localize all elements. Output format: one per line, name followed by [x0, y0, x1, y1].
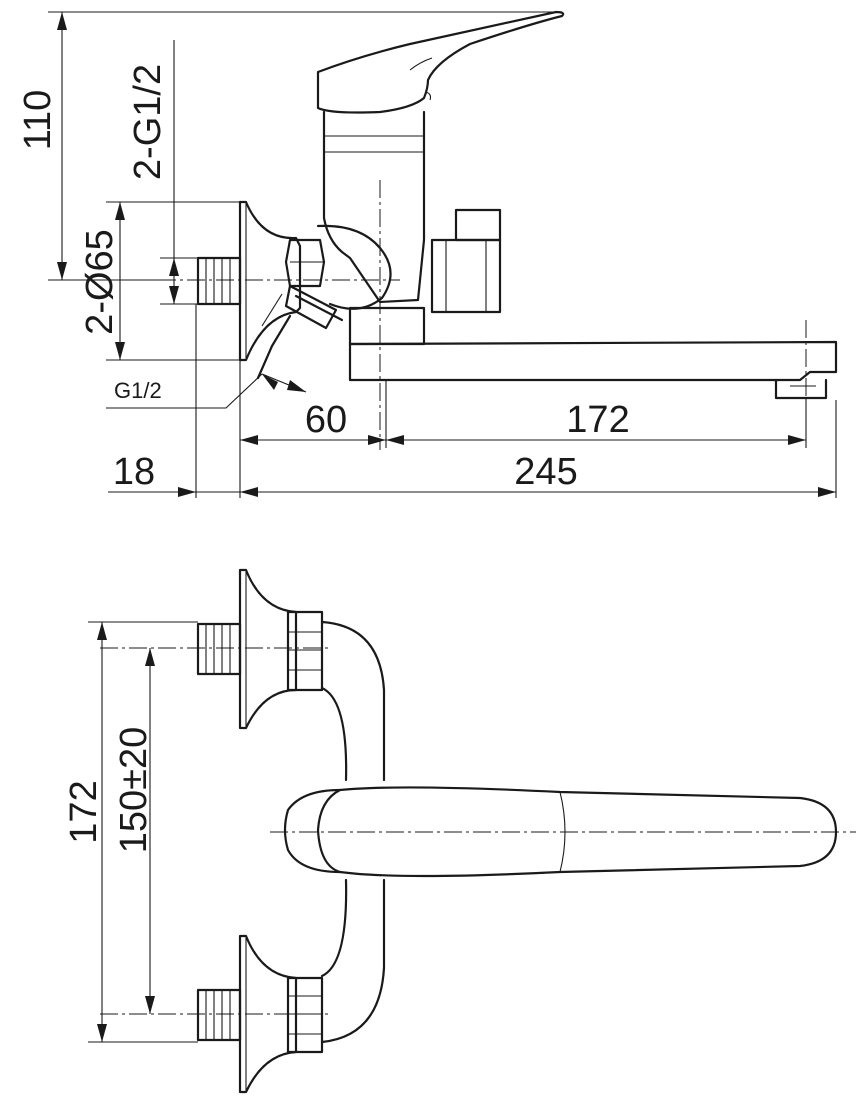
dim-flange-label: 2-Ø65 [79, 229, 121, 335]
dim-172-side-label: 172 [63, 780, 105, 843]
dim-g12-label: G1/2 [114, 378, 162, 403]
lever-plan [316, 786, 838, 878]
plan-view: 172 150±20 [63, 568, 856, 1094]
mixer-body [322, 110, 426, 304]
dim-172-label: 172 [566, 399, 629, 441]
wall-flange [238, 200, 302, 362]
dim-2g12-label: 2-G1/2 [127, 64, 169, 180]
dim-245-label: 245 [514, 451, 577, 493]
dim-18-label: 18 [113, 451, 155, 493]
lever-handle [316, 10, 565, 114]
dim-110-label: 110 [17, 90, 59, 151]
dim-60-label: 60 [305, 399, 347, 441]
spout [348, 340, 838, 382]
dim-150-label: 150±20 [113, 727, 155, 854]
side-view: 110 2-G1/2 2-Ø65 G1/2 60 172 [17, 10, 838, 498]
